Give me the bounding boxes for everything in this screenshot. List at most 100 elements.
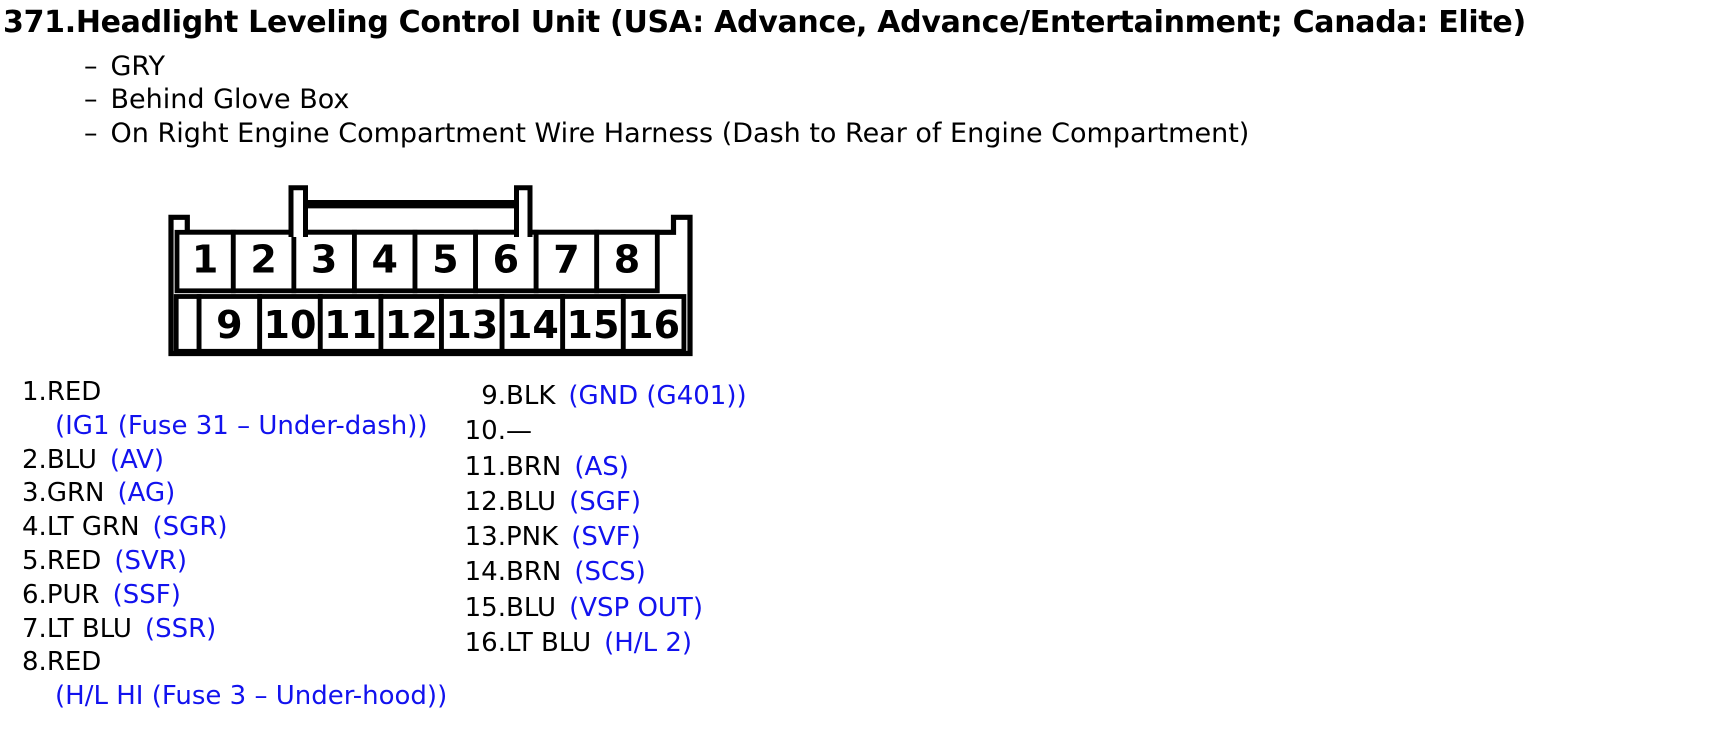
connector-pin-cell: [560, 294, 626, 354]
pin-entry: 3.GRN (AG): [22, 477, 447, 511]
note-dash: –: [84, 84, 98, 116]
connector-pin-cell: [499, 294, 566, 354]
signal-name: (SGF): [569, 486, 641, 517]
connector-pin-cell: [620, 294, 687, 354]
wire-color: —: [506, 416, 532, 447]
wire-color: RED: [46, 647, 102, 678]
connector-pin-cell: [196, 294, 263, 354]
wire-color: PNK: [506, 522, 559, 553]
pin-entry-continuation: (IG1 (Fuse 31 – Under-dash)): [22, 410, 447, 444]
location-notes: – GRY – Behind Glove Box – On Right Engi…: [84, 50, 1249, 150]
connector-pin-number: 3: [311, 238, 337, 282]
connector-pin-cell: [174, 229, 236, 294]
connector-latch-post-left: [288, 185, 308, 237]
pin-entry: 16.LT BLU (H/L 2): [458, 626, 747, 661]
connector-pin-number: 9: [216, 303, 242, 347]
wire-color: BRN: [506, 451, 562, 482]
pin-entry: 11.BRN (AS): [458, 450, 747, 485]
note-text: GRY: [110, 51, 165, 82]
signal-name: (H/L HI (Fuse 3 – Under-hood)): [55, 681, 448, 712]
wire-color: BLU: [46, 444, 97, 475]
pin-number: 10.: [464, 416, 506, 447]
connector-pin-number: 15: [567, 303, 620, 347]
connector-pin-number: 13: [445, 303, 498, 347]
pin-number: 11.: [464, 451, 506, 482]
connector-pin-number: 1: [192, 238, 218, 282]
pin-number: 5.: [22, 545, 47, 576]
connector-pin-number: 4: [371, 238, 397, 282]
connector-pin-number: 11: [324, 303, 377, 347]
note-dash: –: [84, 117, 98, 149]
pin-entry: 15.BLU(VSP OUT): [458, 591, 747, 626]
pin-entry-continuation: (H/L HI (Fuse 3 – Under-hood)): [22, 680, 447, 714]
note-item: – GRY: [84, 50, 1249, 83]
signal-name: (AG): [117, 478, 176, 509]
signal-name: (H/L 2): [604, 628, 692, 659]
pin-number: 16.: [464, 628, 506, 659]
pin-entry: 12.BLU(SGF): [458, 485, 747, 520]
pin-number: 9.: [481, 381, 506, 411]
pin-entry: 10.—: [458, 414, 747, 449]
pin-number: 15.: [464, 592, 506, 623]
signal-name: (IG1 (Fuse 31 – Under-dash)): [55, 410, 428, 441]
wire-color: RED: [46, 545, 102, 576]
connector-pin-number: 12: [385, 303, 438, 347]
connector-pin-number: 7: [553, 238, 579, 282]
pin-number: 2.: [22, 444, 47, 475]
pin-list-left: 1.RED (IG1 (Fuse 31 – Under-dash)) 2.BLU…: [22, 376, 447, 714]
pin-entry: 5.RED (SVR): [22, 545, 447, 579]
connector-latch-post-right: [514, 185, 533, 237]
connector-pin-number: 10: [264, 303, 317, 347]
pin-entry: 4.LT GRN (SGR): [22, 511, 447, 545]
pin-number: 4.: [22, 512, 47, 543]
connector-pin-number: 8: [614, 238, 640, 282]
pin-number: 6.: [22, 579, 47, 610]
connector-pin-cell: [291, 229, 357, 294]
wire-color: BRN: [506, 557, 562, 588]
signal-name: (SCS): [574, 557, 646, 588]
wire-color: RED: [46, 377, 102, 407]
wire-color: GRN: [46, 478, 105, 509]
pin-entry: 9.BLK(GND (G401)): [458, 379, 747, 414]
wire-color: LT BLU: [46, 613, 132, 644]
note-dash: –: [84, 51, 98, 82]
pin-entry: 14.BRN (SCS): [458, 555, 747, 590]
signal-name: (GND (G401)): [568, 381, 747, 411]
wire-color: LT BLU: [506, 628, 592, 659]
pin-number: 3.: [22, 478, 47, 509]
signal-name: (AV): [109, 444, 165, 475]
pin-entry: 2.BLU (AV): [22, 444, 447, 478]
signal-name: (SVR): [114, 545, 187, 576]
connector-pin-number: 6: [493, 238, 519, 282]
note-item: – Behind Glove Box: [84, 83, 1249, 116]
pin-entry: 1.RED: [22, 376, 447, 410]
wire-color: LT GRN: [46, 512, 140, 543]
pin-number: 14.: [464, 557, 506, 588]
pin-number: 1.: [22, 377, 47, 407]
connector-pin-cell: [594, 229, 660, 294]
wire-color: PUR: [46, 579, 100, 610]
pin-number: 13.: [464, 522, 506, 553]
pin-number: 8.: [22, 647, 47, 678]
connector-pin-number: 14: [506, 303, 559, 347]
connector-pin-cell: [257, 294, 323, 354]
connector-pin-number: 16: [627, 303, 680, 347]
connector-pin-cell: [439, 294, 505, 354]
connector-pin-cell: [230, 229, 297, 294]
wire-color: BLU: [506, 592, 557, 623]
wire-color: BLU: [506, 486, 557, 517]
connector-pin-cell: [533, 229, 600, 294]
note-text: Behind Glove Box: [110, 84, 350, 116]
signal-name: (SVF): [571, 522, 641, 553]
connector-pin-number: 5: [432, 238, 458, 282]
page-title: 371.Headlight Leveling Control Unit (USA…: [3, 5, 1526, 40]
signal-name: (AS): [574, 451, 629, 482]
pin-entry: 13.PNK (SVF): [458, 520, 747, 555]
note-item: – On Right Engine Compartment Wire Harne…: [84, 117, 1249, 150]
signal-name: (SGR): [152, 512, 228, 543]
pin-number: 7.: [22, 613, 47, 644]
signal-name: (SSF): [112, 579, 181, 610]
pin-entry: 7.LT BLU(SSR): [22, 613, 447, 647]
